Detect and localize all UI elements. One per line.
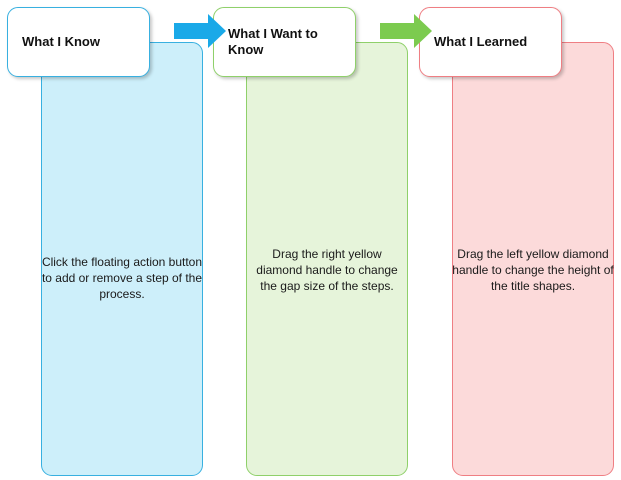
step-3-text: Drag the left yellow diamond handle to c… (452, 247, 614, 293)
arrow-right-icon (174, 14, 226, 48)
step-3-title: What I Learned (434, 34, 528, 49)
arrow-right-icon (380, 14, 432, 48)
step-2-text: Drag the right yellow diamond handle to … (256, 247, 398, 293)
arrow-2-shape (380, 14, 432, 48)
step-1-text: Click the floating action button to add … (41, 255, 203, 301)
step-2-title-box[interactable]: What I Want to Know (213, 7, 356, 77)
step-3-panel[interactable] (452, 42, 614, 476)
arrow-1-shape (174, 14, 226, 48)
step-2-panel[interactable] (246, 42, 408, 476)
step-1-panel[interactable] (41, 42, 203, 476)
step-1-title: What I Know (22, 34, 100, 49)
step-2-title: What I Want to Know (228, 26, 318, 57)
step-3-title-box[interactable]: What I Learned (419, 7, 562, 77)
step-1-title-box[interactable]: What I Know (7, 7, 150, 77)
